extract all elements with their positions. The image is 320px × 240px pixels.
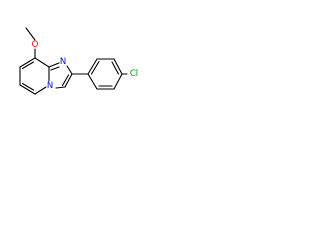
bond-methyl-oxygen xyxy=(25,27,36,41)
bond-n1-c2 xyxy=(66,65,73,75)
bond-c6-c5 xyxy=(19,84,36,95)
bridgehead-nitrogen-label: N xyxy=(47,81,53,91)
bond-ph3-ph4 xyxy=(113,58,123,75)
oxygen-label: O xyxy=(32,40,39,50)
molecule-canvas: O N N Cl xyxy=(0,0,152,152)
bond-c8-c7 xyxy=(19,57,36,68)
bond-c6-c5-inner xyxy=(21,82,35,91)
bond-ph1-ph2-inner xyxy=(90,60,100,75)
bond-c2-c3 xyxy=(64,73,73,88)
bond-c5-n4 xyxy=(34,86,47,95)
bond-c8a-c8 xyxy=(34,57,50,68)
structure-drawing: O N N Cl xyxy=(19,27,138,95)
chlorine-label: Cl xyxy=(130,69,138,79)
bond-c8-c7-inner xyxy=(21,61,35,70)
bond-ph1-ph2 xyxy=(87,58,98,75)
bond-ph3-ph4-inner xyxy=(111,61,120,75)
imidazole-nitrogen-label: N xyxy=(60,57,66,67)
bond-c3-n4 xyxy=(55,86,66,89)
bond-c8a-n1-inner xyxy=(50,66,60,71)
bond-c2-c3-inner xyxy=(61,74,70,87)
bond-ph6-ph1 xyxy=(87,73,98,90)
bond-c8a-n1 xyxy=(48,62,60,68)
bond-ph4-ph5 xyxy=(113,73,123,90)
